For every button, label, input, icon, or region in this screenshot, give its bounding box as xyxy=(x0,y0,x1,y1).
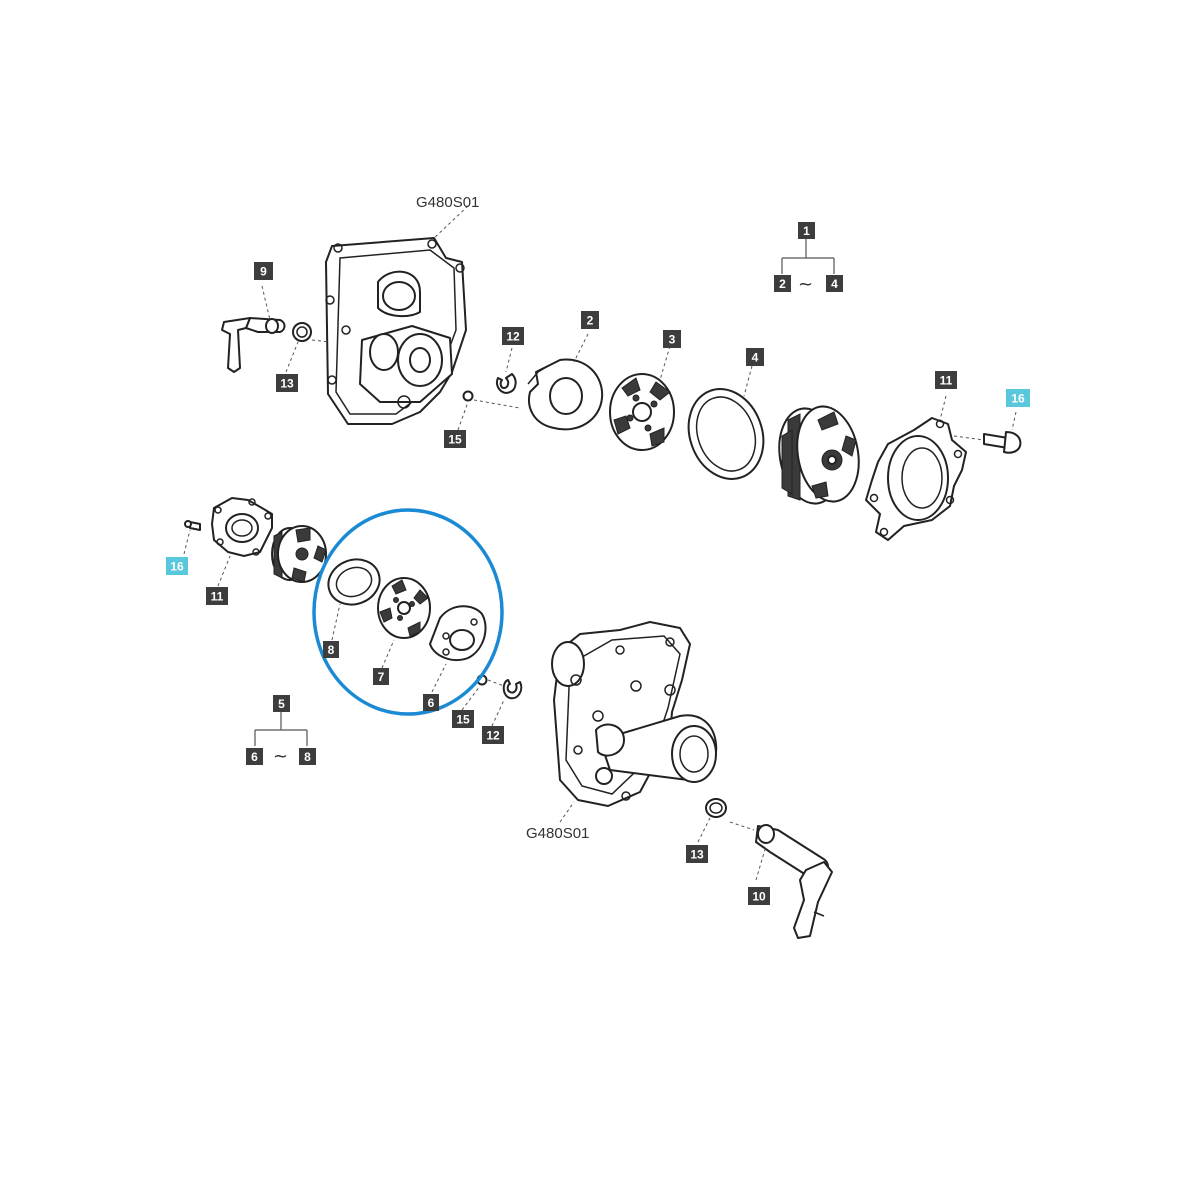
callout-tag[interactable]: 4 xyxy=(826,275,843,292)
reference-label-top: G480S01 xyxy=(416,194,479,211)
svg-text:8: 8 xyxy=(328,643,335,657)
group-range-separator: ~ xyxy=(798,274,813,295)
svg-text:12: 12 xyxy=(486,729,500,743)
callout-tag[interactable]: 13 xyxy=(276,374,298,392)
svg-text:8: 8 xyxy=(304,750,311,764)
svg-text:16: 16 xyxy=(1011,392,1025,406)
callout-tag[interactable]: 13 xyxy=(686,845,708,863)
svg-text:12: 12 xyxy=(506,330,520,344)
bolt-right xyxy=(983,431,1022,454)
svg-text:11: 11 xyxy=(940,374,953,388)
pressure-plate-2 xyxy=(527,358,604,431)
friction-disc-7 xyxy=(377,577,431,639)
upper-housing-cover xyxy=(325,237,467,425)
callout-tag[interactable]: 6 xyxy=(246,748,263,765)
callout-tag[interactable]: 8 xyxy=(299,748,316,765)
svg-text:13: 13 xyxy=(690,848,704,862)
steel-plate-8 xyxy=(327,558,381,606)
highlight-ellipse xyxy=(312,508,504,716)
callout-tag[interactable]: 15 xyxy=(452,710,474,728)
control-lever-upper xyxy=(221,317,286,373)
seal-ring-lower xyxy=(705,798,727,818)
callout-tag[interactable]: 6 xyxy=(423,694,439,711)
clutch-pack-left xyxy=(271,525,327,583)
group-bracket-1: ~ xyxy=(781,239,835,295)
pressure-plate-6 xyxy=(429,605,487,662)
snap-ring-lower xyxy=(502,679,523,700)
callout-tag[interactable]: 11 xyxy=(206,587,228,605)
svg-text:3: 3 xyxy=(669,333,676,347)
svg-text:13: 13 xyxy=(280,377,294,391)
svg-text:15: 15 xyxy=(456,713,470,727)
o-ring-upper xyxy=(462,390,474,402)
callout-tag-highlighted[interactable]: 16 xyxy=(1006,389,1030,407)
svg-text:1: 1 xyxy=(803,224,810,238)
svg-text:4: 4 xyxy=(752,351,759,365)
callout-tag[interactable]: 2 xyxy=(774,275,791,292)
callout-tag[interactable]: 8 xyxy=(323,641,339,658)
friction-disc-3 xyxy=(609,373,675,451)
svg-text:15: 15 xyxy=(448,433,462,447)
svg-text:6: 6 xyxy=(251,750,258,764)
svg-text:5: 5 xyxy=(278,697,285,711)
clutch-pack-assembly xyxy=(778,405,860,505)
svg-text:16: 16 xyxy=(170,560,184,574)
svg-text:2: 2 xyxy=(779,277,786,291)
bolt-left xyxy=(184,520,201,531)
callout-tag-highlighted[interactable]: 16 xyxy=(166,557,188,575)
leader-lines xyxy=(183,205,1017,881)
seal-ring-upper xyxy=(292,322,312,342)
group-range-separator: ~ xyxy=(273,746,288,767)
snap-ring-upper xyxy=(496,373,517,394)
callout-tag[interactable]: 4 xyxy=(746,348,764,366)
flange-cover-left xyxy=(211,497,273,557)
svg-text:7: 7 xyxy=(378,670,385,684)
callout-tag[interactable]: 1 xyxy=(798,222,815,239)
callout-tag[interactable]: 12 xyxy=(502,327,524,345)
svg-text:2: 2 xyxy=(587,314,594,328)
callout-tag[interactable]: 5 xyxy=(273,695,290,712)
svg-text:10: 10 xyxy=(752,890,766,904)
group-bracket-5: ~ xyxy=(254,712,308,767)
steel-plate-4 xyxy=(687,388,765,480)
callout-tag[interactable]: 7 xyxy=(373,668,389,685)
flange-cover-right xyxy=(865,417,967,541)
reference-label-bottom: G480S01 xyxy=(526,825,589,842)
svg-text:9: 9 xyxy=(260,265,267,279)
callout-tag[interactable]: 12 xyxy=(482,726,504,744)
svg-text:6: 6 xyxy=(428,696,435,710)
svg-text:11: 11 xyxy=(211,590,224,604)
callout-tag[interactable]: 11 xyxy=(935,371,957,389)
callout-tag[interactable]: 3 xyxy=(663,330,681,348)
callout-tag[interactable]: 10 xyxy=(748,887,770,905)
control-lever-lower xyxy=(755,824,833,939)
callout-tag[interactable]: 15 xyxy=(444,430,466,448)
lower-housing xyxy=(551,621,718,807)
svg-text:4: 4 xyxy=(831,277,838,291)
callout-tag[interactable]: 9 xyxy=(254,262,273,280)
callout-tag[interactable]: 2 xyxy=(581,311,599,329)
